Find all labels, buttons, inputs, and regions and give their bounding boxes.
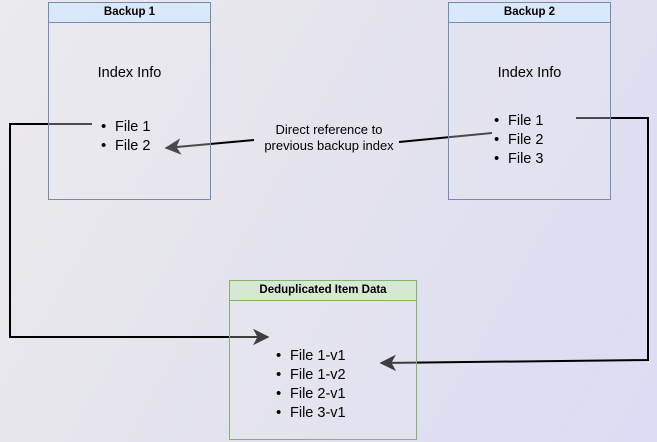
- list-item: File 2: [101, 136, 150, 156]
- backup-1-index-info-label: Index Info: [97, 65, 162, 81]
- node-deduplicated-item-data[interactable]: Deduplicated Item Data File 1-v1 File 1-…: [229, 280, 417, 440]
- backup-2-file-list: File 1 File 2 File 3: [494, 111, 543, 169]
- list-item: File 3-v1: [276, 403, 346, 423]
- list-item: File 1: [101, 117, 150, 137]
- edge-label-line-1: Direct reference to: [275, 122, 383, 137]
- deduplicated-item-list: File 1-v1 File 1-v2 File 2-v1 File 3-v1: [276, 346, 346, 423]
- list-item: File 3: [494, 149, 543, 169]
- node-backup-1-body: Index Info File 1 File 2: [49, 23, 210, 199]
- list-item: File 2: [494, 130, 543, 150]
- node-backup-2[interactable]: Backup 2 Index Info File 1 File 2 File 3: [448, 2, 611, 200]
- node-deduplicated-item-data-header: Deduplicated Item Data: [230, 281, 416, 301]
- list-item: File 2-v1: [276, 384, 346, 404]
- backup-2-index-info-label: Index Info: [497, 65, 562, 81]
- node-backup-2-body: Index Info File 1 File 2 File 3: [449, 23, 610, 199]
- node-backup-2-header: Backup 2: [449, 3, 610, 23]
- list-item: File 1-v1: [276, 346, 346, 366]
- list-item: File 1: [494, 111, 543, 131]
- edge-label-line-2: previous backup index: [264, 138, 394, 153]
- edge-label-direct-reference: Direct reference to previous backup inde…: [249, 122, 409, 154]
- backup-1-file-list: File 1 File 2: [101, 117, 150, 156]
- node-deduplicated-item-data-body: File 1-v1 File 1-v2 File 2-v1 File 3-v1: [230, 301, 416, 439]
- node-backup-1-header: Backup 1: [49, 3, 210, 23]
- node-backup-1[interactable]: Backup 1 Index Info File 1 File 2: [48, 2, 211, 200]
- list-item: File 1-v2: [276, 365, 346, 385]
